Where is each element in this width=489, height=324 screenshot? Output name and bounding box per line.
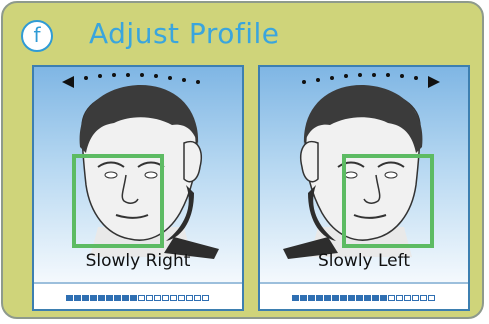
progress-segment-empty bbox=[396, 295, 403, 301]
panel-slowly-left: Slowly Left bbox=[258, 65, 470, 311]
progress-bar bbox=[34, 282, 242, 311]
progress-segment-empty bbox=[178, 295, 185, 301]
progress-segment-filled bbox=[364, 295, 371, 301]
progress-bar bbox=[260, 282, 468, 311]
adjust-profile-card: f Adjust Profile bbox=[1, 1, 484, 319]
progress-segment-filled bbox=[74, 295, 81, 301]
progress-segment-empty bbox=[194, 295, 201, 301]
progress-segment-empty bbox=[412, 295, 419, 301]
progress-segment-filled bbox=[98, 295, 105, 301]
progress-segment-filled bbox=[300, 295, 307, 301]
instruction-caption: Slowly Left bbox=[260, 251, 468, 273]
progress-segment-empty bbox=[420, 295, 427, 301]
progress-segment-empty bbox=[162, 295, 169, 301]
progress-segment-filled bbox=[90, 295, 97, 301]
page-title: Adjust Profile bbox=[89, 17, 280, 50]
panel-slowly-right: Slowly Right bbox=[32, 65, 244, 311]
progress-segment-filled bbox=[380, 295, 387, 301]
progress-segment-filled bbox=[66, 295, 73, 301]
progress-segment-filled bbox=[122, 295, 129, 301]
progress-segment-filled bbox=[292, 295, 299, 301]
progress-segment-empty bbox=[388, 295, 395, 301]
progress-segment-filled bbox=[82, 295, 89, 301]
face-scene: Slowly Left bbox=[260, 67, 468, 282]
progress-segment-empty bbox=[202, 295, 209, 301]
progress-segment-filled bbox=[308, 295, 315, 301]
instruction-caption: Slowly Right bbox=[34, 251, 242, 273]
progress-segment-empty bbox=[154, 295, 161, 301]
progress-segment-empty bbox=[138, 295, 145, 301]
face-illustration bbox=[283, 85, 422, 259]
progress-segment-filled bbox=[114, 295, 121, 301]
progress-segment-filled bbox=[106, 295, 113, 301]
progress-segment-empty bbox=[170, 295, 177, 301]
progress-segment-filled bbox=[316, 295, 323, 301]
progress-segment-empty bbox=[186, 295, 193, 301]
progress-segment-filled bbox=[348, 295, 355, 301]
progress-segment-filled bbox=[340, 295, 347, 301]
face-illustration bbox=[80, 85, 219, 259]
progress-segment-filled bbox=[372, 295, 379, 301]
progress-segment-empty bbox=[404, 295, 411, 301]
progress-segment-filled bbox=[130, 295, 137, 301]
progress-segment-filled bbox=[356, 295, 363, 301]
progress-segment-filled bbox=[332, 295, 339, 301]
progress-segment-empty bbox=[428, 295, 435, 301]
face-scene: Slowly Right bbox=[34, 67, 242, 282]
step-badge: f bbox=[21, 20, 53, 52]
progress-segment-empty bbox=[146, 295, 153, 301]
progress-segment-filled bbox=[324, 295, 331, 301]
